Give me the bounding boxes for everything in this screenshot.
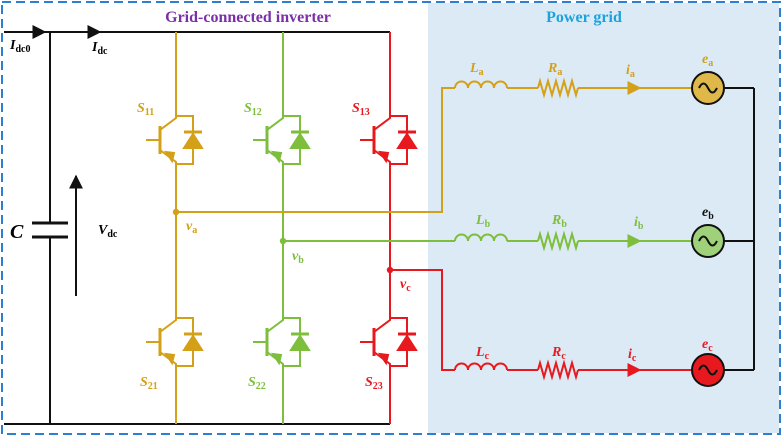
label-ec: ec [702,337,713,354]
label-va: va [186,219,197,236]
inductor-c [454,362,508,371]
igbt-emitter [159,149,177,176]
resistor-b [537,230,579,252]
label-s13: S13 [352,101,370,118]
igbt-emitter [373,351,391,378]
phase-c-wire [390,269,455,371]
label-eb: eb [702,205,714,222]
resistor-a [537,77,579,99]
igbt-arrow [377,352,390,366]
inverter-title: Grid-connected inverter [165,9,331,26]
igbt-emitter [266,149,284,176]
sine-icon [698,235,718,247]
igbt-arrow [163,150,176,164]
grid-title: Power grid [546,9,622,26]
phase-a-branch [176,77,692,213]
label-vc: vc [400,277,411,294]
igbt-arrow [377,150,390,164]
igbt-emitter [373,149,391,176]
label-s11: S11 [137,101,154,118]
phase-layer [176,71,755,387]
label-rb: Rb [551,213,567,230]
igbt-collector [159,104,177,131]
label-ia: ia [626,63,635,80]
dc-capacitor [32,221,68,239]
voltage-source-b [691,224,754,258]
phase-c-branch [390,269,692,381]
label-ic: ic [628,347,637,364]
voltage-source-a [691,71,754,105]
label-ib: ib [634,215,644,232]
igbt-collector [159,306,177,333]
diode-triangle [182,334,204,351]
inductor-b [454,233,508,242]
igbt-arrow [270,150,283,164]
label-lc: Lc [475,345,490,362]
diode-triangle [396,132,418,149]
sine-icon [698,364,718,376]
switch-s12 [253,104,311,176]
label-la: La [469,61,484,78]
resistor-c [537,359,579,381]
switch-s11 [146,104,204,176]
igbt-collector [266,306,284,333]
igbt-collector [373,104,391,131]
label-s12: S12 [244,101,262,118]
label-lb: Lb [475,213,491,230]
label-ra: Ra [547,61,562,78]
label-vdc: Vdc [98,223,118,240]
switch-layer [146,32,418,424]
label-capacitor: C [10,221,24,243]
switch-s22 [253,306,311,378]
diode-triangle [289,334,311,351]
voltage-source-c [691,353,754,387]
label-idc0: Idc0 [9,38,30,55]
phase-a-wire [176,87,455,213]
label-s22: S22 [248,375,266,392]
diode-triangle [182,132,204,149]
diode-triangle [289,132,311,149]
igbt-emitter [266,351,284,378]
igbt-arrow [270,352,283,366]
label-vb: vb [292,249,304,266]
switch-s21 [146,306,204,378]
igbt-emitter [159,351,177,378]
inductor-a [454,80,508,89]
switch-s23 [360,306,418,378]
phase-b-branch [283,230,692,252]
label-rc: Rc [551,345,566,362]
switch-s13 [360,104,418,176]
sine-icon [698,82,718,94]
igbt-collector [373,306,391,333]
igbt-arrow [163,352,176,366]
igbt-collector [266,104,284,131]
label-s23: S23 [365,375,383,392]
label-ea: ea [702,52,713,69]
diode-triangle [396,334,418,351]
label-idc: Idc [91,40,108,57]
label-s21: S21 [140,375,158,392]
